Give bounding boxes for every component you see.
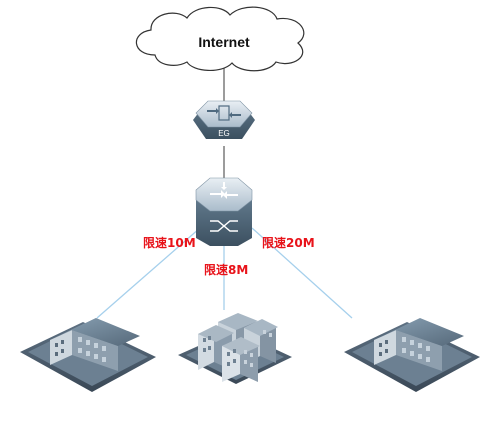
- district-buildings-middle: District: [178, 313, 292, 394]
- rate-limit-right-label: 限速20M: [262, 235, 315, 250]
- middle-building-label: District: [260, 377, 285, 394]
- switch-arrows-icon: [210, 182, 238, 199]
- switch-crossing-icon: [210, 220, 238, 232]
- rate-limit-middle-label: 限速8M: [204, 262, 248, 277]
- internet-cloud: Internet: [135, 6, 305, 72]
- gateway-firewall-icon: [207, 105, 241, 121]
- core-switch-device: [195, 177, 253, 246]
- rate-limit-left-label: 限速10M: [143, 235, 196, 250]
- gateway-label: EG: [218, 129, 230, 138]
- switch-to-right-building-link: [251, 227, 353, 319]
- internet-label: Internet: [198, 34, 250, 50]
- corporation-building-right: Corporation: [344, 318, 480, 397]
- corporation-building-left: Corporation: [20, 318, 156, 395]
- switch-to-left-building-link: [96, 227, 201, 319]
- gateway-device: EG: [193, 100, 255, 139]
